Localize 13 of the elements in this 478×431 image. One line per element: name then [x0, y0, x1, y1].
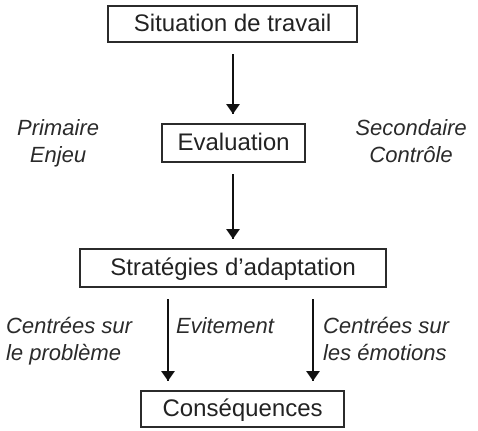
arrow [226, 54, 240, 114]
arrow [161, 299, 175, 381]
edge-label: Centrées sur les émotions [323, 312, 451, 366]
annotation-text: Secondaire Contrôle [354, 114, 468, 168]
edge-label: Centrées sur le problème [6, 312, 134, 366]
process-box: Conséquences [140, 390, 345, 428]
annotation-text: Primaire Enjeu [16, 114, 100, 168]
process-box: Evaluation [161, 123, 306, 163]
process-box: Stratégies d’adaptation [79, 248, 387, 288]
arrow [226, 174, 240, 239]
arrow [306, 299, 320, 381]
process-box: Situation de travail [107, 5, 358, 43]
annotation-text: Evitement [176, 312, 276, 339]
